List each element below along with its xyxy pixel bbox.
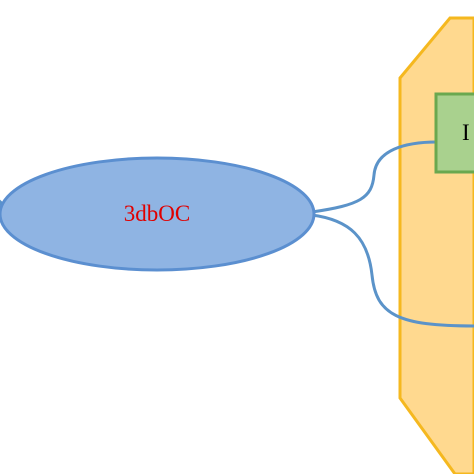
component-panel — [398, 16, 474, 474]
component-box — [434, 92, 474, 174]
lower-output-fiber — [311, 213, 474, 328]
optical-coupler-node — [0, 156, 316, 272]
upper-output-fiber — [311, 140, 438, 214]
component-box-label: I — [462, 120, 470, 145]
coupler-label: 3dbOC — [124, 201, 190, 226]
